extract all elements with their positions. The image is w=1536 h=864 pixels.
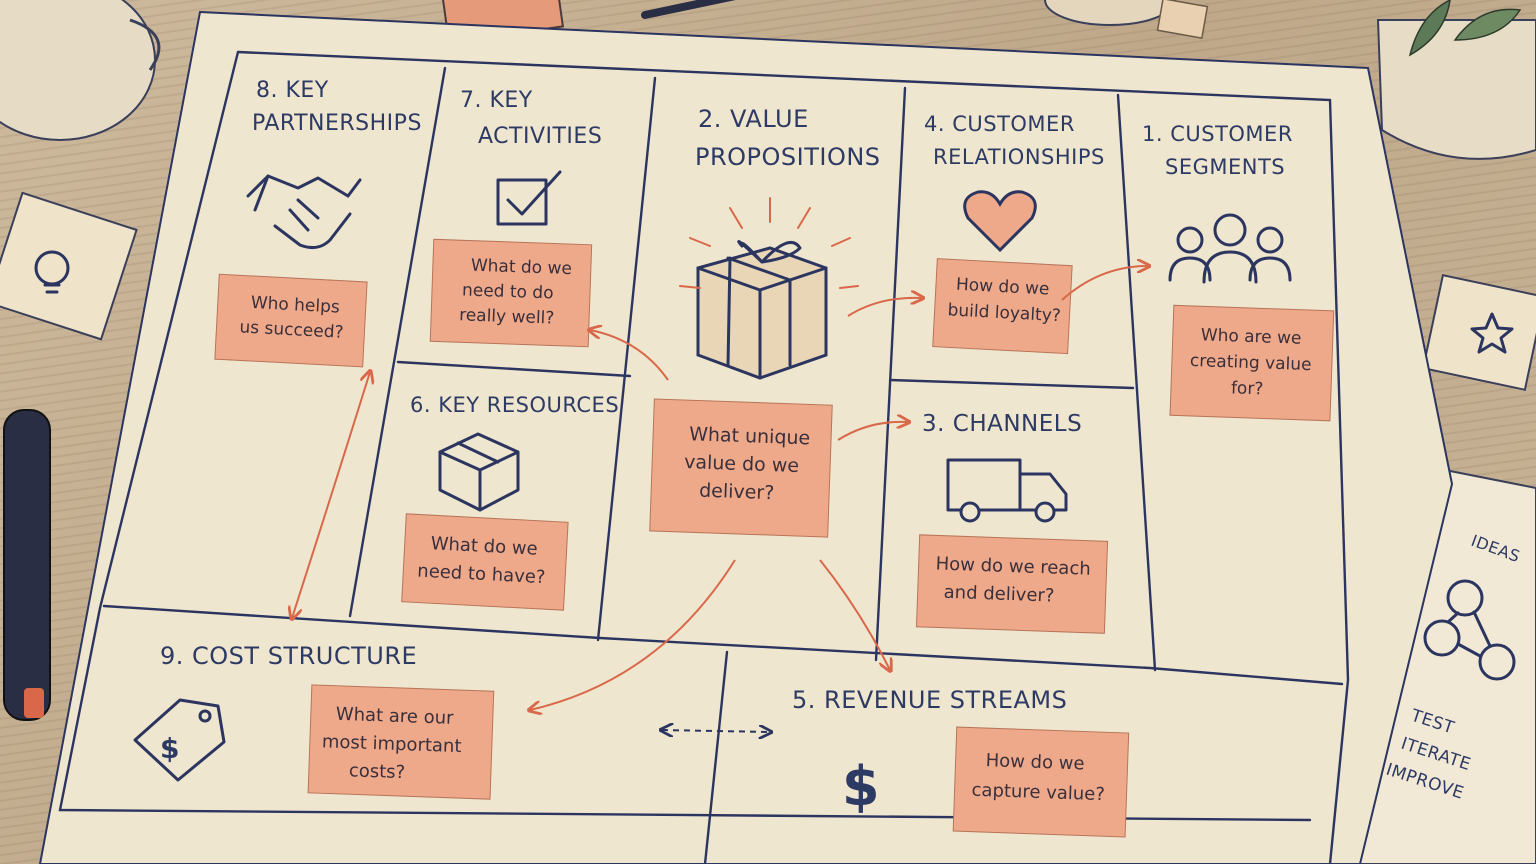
block-channels: 3. CHANNELS How do we reach and deliver?: [915, 411, 1109, 634]
block-cost-structure: 9. COST STRUCTURE $ What are our most im…: [133, 642, 495, 800]
notebook-node-top: [1446, 579, 1484, 617]
key-partnerships-title-2: PARTNERSHIPS: [252, 111, 422, 136]
cup-top-center: [1044, 0, 1209, 39]
value-propositions-title: 2. VALUE: [698, 105, 809, 133]
notebook-node-right: [1478, 643, 1516, 681]
value-propositions-note: [649, 398, 833, 538]
key-activities-title: 7. KEY: [460, 88, 533, 113]
flow-arrows: [292, 266, 1148, 732]
arrow-to-channels: [837, 422, 908, 441]
block-key-activities: 7. KEY ACTIVITIES What do we need to do …: [429, 88, 602, 348]
key-activities-note-line-2: need to do: [462, 280, 554, 303]
key-activities-note-line-3: really well?: [459, 305, 555, 328]
arrow-to-key-activities: [590, 330, 669, 381]
block-customer-relationships: 4. CUSTOMER RELATIONSHIPS How do we buil…: [924, 112, 1105, 355]
customer-segments-note-line-1: Who are we: [1200, 325, 1301, 349]
star-sticky-note: [1421, 274, 1536, 391]
svg-text:$: $: [160, 732, 180, 765]
revenue-streams-note: [952, 726, 1130, 838]
checkbox-icon: [496, 170, 562, 226]
lightbulb-sticky-note: [0, 191, 138, 341]
customer-relationships-note: [932, 258, 1073, 355]
value-propositions-note-line-1: What unique: [689, 423, 811, 449]
canvas-grid: [58, 50, 1350, 864]
box-icon: [438, 432, 520, 512]
cost-structure-note-line-2: most important: [322, 731, 462, 757]
arrow-to-revenue-streams: [819, 559, 890, 670]
pen-top: [641, 0, 736, 19]
revenue-streams-note-line-2: capture value?: [971, 780, 1105, 806]
key-partnerships-note-line-1: Who helps: [250, 293, 340, 318]
price-tag-icon: $: [133, 698, 226, 782]
coffee-mug: [0, 0, 161, 141]
block-value-propositions: 2. VALUE PROPOSITIONS What unique value …: [649, 105, 881, 538]
truck-icon: [946, 458, 1068, 523]
cost-structure-note-line-3: costs?: [349, 760, 406, 783]
customer-relationships-title: 4. CUSTOMER: [924, 112, 1075, 136]
key-activities-title-2: ACTIVITIES: [478, 124, 602, 149]
dashed-arrow-cost-revenue: [662, 730, 770, 732]
revenue-streams-note-line-1: How do we: [985, 750, 1085, 774]
channels-note: [915, 534, 1109, 634]
marker-left: [3, 409, 51, 721]
customer-segments-note: [1169, 304, 1335, 422]
cost-structure-title: 9. COST STRUCTURE: [160, 642, 417, 670]
revenue-streams-title: 5. REVENUE STREAMS: [792, 686, 1067, 714]
key-resources-title: 6. KEY RESOURCES: [410, 393, 619, 417]
plant-pot: [1376, 0, 1536, 160]
arrow-to-customer-segments: [1061, 266, 1148, 301]
people-icon: [1168, 213, 1292, 284]
cost-structure-note-line-1: What are our: [335, 704, 454, 729]
value-propositions-title-2: PROPOSITIONS: [695, 143, 881, 171]
key-activities-note: [429, 238, 593, 348]
channels-title: 3. CHANNELS: [922, 411, 1082, 437]
block-revenue-streams: 5. REVENUE STREAMS $ How do we capture v…: [792, 686, 1130, 838]
customer-relationships-note-line-1: How do we: [955, 275, 1049, 300]
block-key-resources: 6. KEY RESOURCES What do we need to have…: [401, 393, 619, 611]
handshake-icon: [246, 174, 362, 250]
customer-relationships-title-2: RELATIONSHIPS: [933, 145, 1105, 169]
arrow-to-customer-relationships: [847, 298, 922, 317]
arrow-to-cost-structure: [530, 559, 736, 710]
value-propositions-note-line-2: value do we: [684, 451, 800, 477]
cost-structure-note: [307, 684, 495, 800]
customer-segments-note-line-2: creating value: [1190, 351, 1312, 375]
block-customer-segments: 1. CUSTOMER SEGMENTS Who are we creating…: [1142, 122, 1335, 422]
value-propositions-note-line-3: deliver?: [699, 480, 775, 505]
key-partnerships-note: [214, 273, 368, 368]
customer-segments-note-line-3: for?: [1231, 378, 1264, 399]
block-key-partnerships: 8. KEY PARTNERSHIPS Who helps us succeed…: [214, 78, 422, 368]
dollar-icon: $: [842, 755, 880, 818]
customer-segments-title: 1. CUSTOMER: [1142, 122, 1293, 146]
star-icon: [1470, 312, 1514, 354]
heart-icon: [963, 190, 1037, 253]
key-resources-note: [401, 513, 569, 611]
gift-icon: [679, 197, 859, 380]
key-activities-note-line-1: What do we: [471, 256, 573, 280]
customer-segments-title-2: SEGMENTS: [1165, 155, 1285, 179]
key-partnerships-title: 8. KEY: [256, 78, 329, 103]
channels-note-line-2: and deliver?: [943, 582, 1054, 607]
notebook-node-left: [1423, 619, 1461, 657]
arrow-partnerships-cost: [292, 372, 370, 618]
